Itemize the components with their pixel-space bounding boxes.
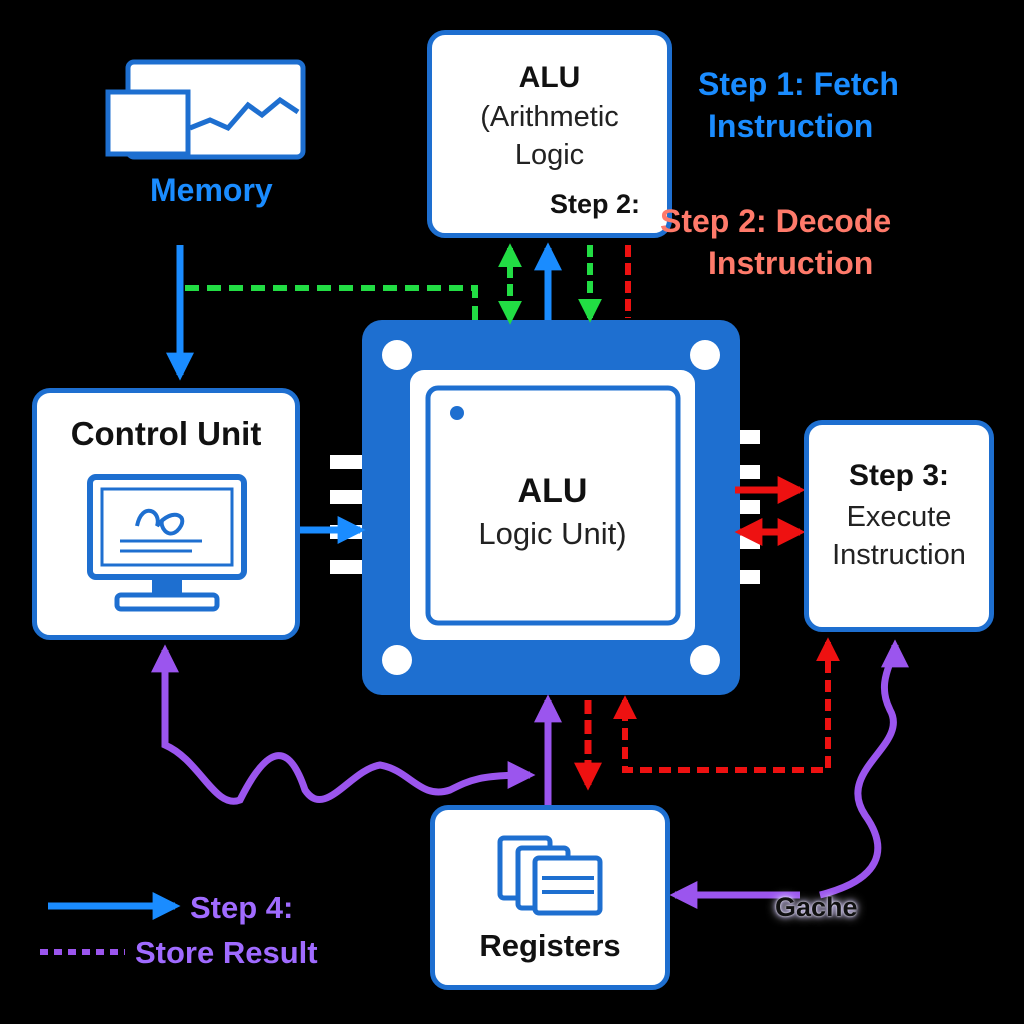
purple-wave-cache-execute (819, 639, 909, 899)
green-dashed-connector (185, 285, 478, 322)
step2-line1: Step 2: Decode (660, 203, 892, 239)
alu-top-line2: Logic (514, 139, 585, 171)
alu-top-step-tag: Step 2: (550, 189, 641, 219)
control-unit-box: Control Unit (32, 388, 300, 640)
step1-line1: Step 1: Fetch (698, 66, 899, 102)
step1-line2: Instruction (708, 108, 874, 144)
chip-subtitle: Logic Unit) (478, 516, 627, 551)
memory-icon (105, 59, 306, 160)
execute-step-box: Step 3: Execute Instruction (804, 420, 994, 632)
memory-label: Memory (150, 172, 273, 208)
registers-label: Registers (479, 928, 621, 963)
legend-store-result: Store Result (135, 935, 318, 970)
registers-stack-icon (497, 835, 603, 916)
alu-top-line1: (Arithmetic (480, 101, 619, 133)
cache-label: Gache (775, 892, 858, 922)
legend-step4: Step 4: (190, 890, 294, 925)
cpu-chip-icon (362, 320, 740, 695)
control-unit-label: Control Unit (70, 415, 262, 452)
step2-line2: Instruction (708, 245, 874, 281)
monitor-icon (87, 474, 247, 612)
alu-top-title: ALU (518, 61, 581, 94)
execute-feedback-red-dashed (613, 637, 840, 773)
step3-line2: Execute (846, 501, 952, 533)
step3-line3: Instruction (832, 539, 966, 571)
registers-box: Registers (430, 805, 670, 990)
chip-title: ALU (517, 472, 588, 510)
purple-wave-control-registers (151, 644, 536, 805)
alu-top-box: ALU (Arithmetic Logic Step 2: (427, 30, 672, 238)
step3-line1: Step 3: (848, 459, 950, 492)
